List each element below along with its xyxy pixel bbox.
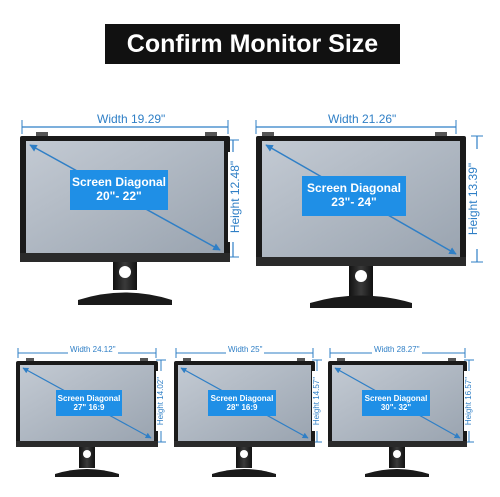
diagonal-badge: Screen Diagonal 27" 16:9 (56, 390, 122, 416)
diagonal-badge: Screen Diagonal 23"- 24" (302, 176, 406, 216)
diagonal-label: Screen Diagonal (306, 181, 402, 196)
diagonal-value: 20"- 22" (96, 189, 142, 203)
diagonal-badge: Screen Diagonal 20"- 22" (70, 170, 168, 210)
height-label: Height 14.02" (156, 371, 166, 431)
width-label: Width 28.27" (372, 345, 422, 354)
monitor-stand-base (310, 295, 412, 308)
diagonal-label: Screen Diagonal (71, 175, 167, 190)
width-label: Width 25" (226, 345, 265, 354)
diagonal-value: 30"- 32" (380, 403, 412, 412)
width-label: Width 19.29" (95, 112, 168, 126)
height-label: Height 14.57" (312, 371, 322, 431)
page-title: Confirm Monitor Size (105, 24, 400, 64)
height-label: Height 12.48" (228, 152, 242, 242)
width-label: Width 24.12" (68, 345, 118, 354)
monitor-1 (20, 120, 239, 305)
webcam-clip (205, 132, 217, 137)
monitor-chin (328, 441, 467, 447)
webcam-clip (36, 132, 48, 137)
diagonal-value: 23"- 24" (331, 195, 377, 209)
monitor-chin (16, 441, 158, 447)
monitor-stand-base (78, 292, 172, 305)
monitor-stand-base (55, 469, 119, 477)
diagonal-label: Screen Diagonal (210, 393, 274, 403)
height-label: Height 13.39" (466, 149, 480, 249)
diagonal-badge: Screen Diagonal 28" 16:9 (208, 390, 276, 416)
monitor-stand-base (365, 469, 429, 477)
diagonal-value: 28" 16:9 (226, 403, 258, 412)
diagonal-value: 27" 16:9 (73, 403, 105, 412)
monitor-stand-base (212, 469, 276, 477)
diagonal-label: Screen Diagonal (364, 393, 428, 403)
monitor-chin (256, 257, 466, 266)
monitor-chin (20, 253, 230, 262)
monitor-chin (174, 441, 315, 447)
diagonal-badge: Screen Diagonal 30"- 32" (362, 390, 430, 416)
height-label: Height 16.57" (464, 371, 474, 431)
width-label: Width 21.26" (326, 112, 399, 126)
diagonal-label: Screen Diagonal (57, 393, 121, 403)
